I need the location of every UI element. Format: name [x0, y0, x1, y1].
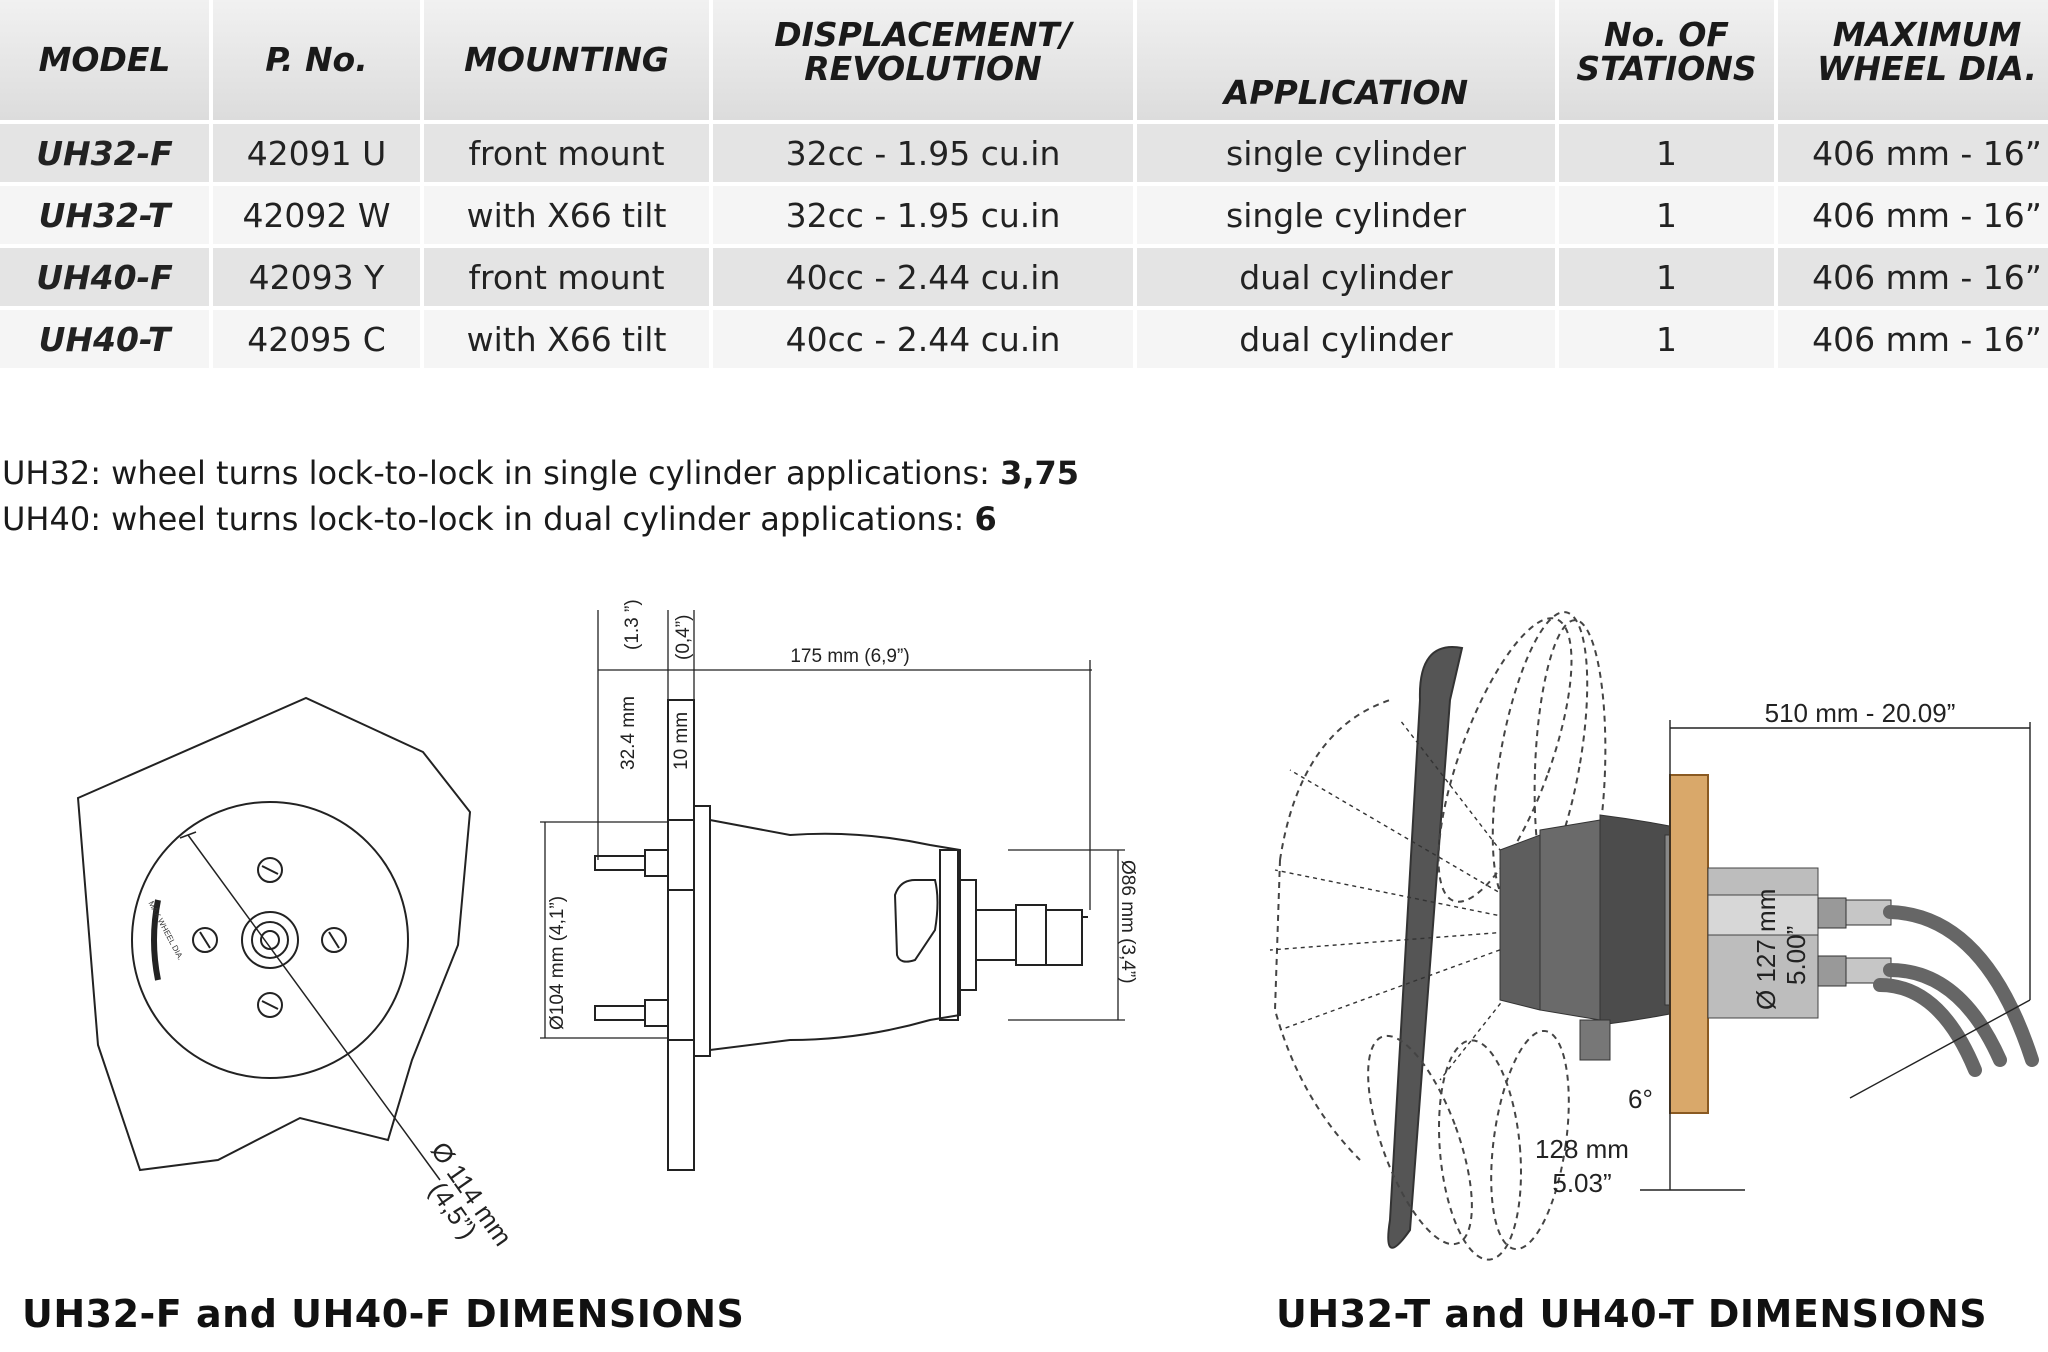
cell-pno: 42093 Y: [213, 248, 420, 306]
header-application: APPLICATION: [1137, 0, 1555, 120]
cell-displacement: 32cc - 1.95 cu.in: [713, 124, 1133, 182]
bulkhead-outline: [76, 696, 472, 1172]
header-displacement: DISPLACEMENT/ REVOLUTION: [713, 0, 1133, 120]
dim-324: 32.4 mm: [618, 696, 639, 770]
header-displacement-line2: REVOLUTION: [804, 49, 1042, 88]
tilt-hoses: [1873, 905, 2039, 1077]
header-pno: P. No.: [213, 0, 420, 120]
dim-127: Ø 127 mm: [1751, 889, 1781, 1010]
header-stations: No. OF STATIONS: [1559, 0, 1774, 120]
cell-pno: 42095 C: [213, 310, 420, 368]
table-header-row: MODEL P. No. MOUNTING DISPLACEMENT/ REVO…: [0, 0, 2048, 120]
note-uh32-value: 3,75: [1000, 454, 1080, 492]
cell-displacement: 40cc - 2.44 cu.in: [713, 248, 1133, 306]
dim-510: 510 mm - 20.09”: [1765, 698, 1956, 728]
header-mounting: MOUNTING: [424, 0, 709, 120]
note-uh32-text: UH32: wheel turns lock-to-lock in single…: [2, 454, 1001, 492]
dim-127-inch: 5.00”: [1781, 926, 1811, 985]
dim-128-inch: 5.03”: [1552, 1168, 1611, 1198]
note-uh40-text: UH40: wheel turns lock-to-lock in dual c…: [2, 500, 975, 538]
spec-table: MODEL P. No. MOUNTING DISPLACEMENT/ REVO…: [0, 0, 2048, 372]
cell-displacement: 32cc - 1.95 cu.in: [713, 186, 1133, 244]
cell-stations: 1: [1559, 310, 1774, 368]
cell-mounting: front mount: [424, 124, 709, 182]
dim-128: 128 mm: [1535, 1134, 1629, 1164]
side-view-dim-lines: [540, 610, 1125, 1039]
face-plate: [131, 801, 409, 1079]
cell-wheel: 406 mm - 16”: [1778, 248, 2048, 306]
cell-model: UH40-F: [0, 248, 209, 306]
cell-mounting: with X66 tilt: [424, 186, 709, 244]
dim-6: 6°: [1628, 1084, 1653, 1114]
header-model: MODEL: [0, 0, 209, 120]
cell-model: UH40-T: [0, 310, 209, 368]
dim-13: (1.3 ”): [622, 599, 643, 650]
cell-wheel: 406 mm - 16”: [1778, 186, 2048, 244]
tilt-helm-body: [1499, 814, 1686, 1061]
cell-mounting: with X66 tilt: [424, 310, 709, 368]
cell-mounting: front mount: [424, 248, 709, 306]
cell-wheel: 406 mm - 16”: [1778, 124, 2048, 182]
note-uh40: UH40: wheel turns lock-to-lock in dual c…: [2, 500, 997, 538]
header-displacement-line1: DISPLACEMENT/: [774, 15, 1072, 54]
header-wheel: MAXIMUM WHEEL DIA.: [1778, 0, 2048, 120]
table-row: UH40-F 42093 Y front mount 40cc - 2.44 c…: [0, 248, 2048, 306]
cell-model: UH32-F: [0, 124, 209, 182]
header-stations-line2: STATIONS: [1576, 49, 1757, 88]
cell-stations: 1: [1559, 186, 1774, 244]
note-uh40-value: 6: [974, 500, 997, 538]
cell-displacement: 40cc - 2.44 cu.in: [713, 310, 1133, 368]
cell-application: single cylinder: [1137, 186, 1555, 244]
caption-tilt: UH32-T and UH40-T DIMENSIONS: [1276, 1292, 1988, 1336]
header-stations-line1: No. OF: [1604, 15, 1729, 54]
table-row: UH32-F 42091 U front mount 32cc - 1.95 c…: [0, 124, 2048, 182]
dim-175: 175 mm (6,9”): [790, 646, 909, 667]
tilt-wood-panel: [1669, 774, 1709, 1114]
cell-stations: 1: [1559, 248, 1774, 306]
cell-application: dual cylinder: [1137, 310, 1555, 368]
face-screws: [192, 857, 347, 1018]
table-row: UH40-T 42095 C with X66 tilt 40cc - 2.44…: [0, 310, 2048, 368]
cell-application: single cylinder: [1137, 124, 1555, 182]
cell-application: dual cylinder: [1137, 248, 1555, 306]
cell-wheel: 406 mm - 16”: [1778, 310, 2048, 368]
cell-stations: 1: [1559, 124, 1774, 182]
side-view-body: [594, 699, 1088, 1171]
dim-10: 10 mm: [671, 712, 692, 770]
cell-model: UH32-T: [0, 186, 209, 244]
table-row: UH32-T 42092 W with X66 tilt 32cc - 1.95…: [0, 186, 2048, 244]
dim-04: (0,4”): [673, 615, 694, 660]
tilt-valve-block: [1707, 867, 1892, 1019]
dim-86: Ø86 mm (3,4”): [1117, 860, 1138, 984]
header-wheel-line1: MAXIMUM: [1832, 15, 2022, 54]
cell-pno: 42092 W: [213, 186, 420, 244]
caption-front: UH32-F and UH40-F DIMENSIONS: [22, 1292, 745, 1336]
header-wheel-line2: WHEEL DIA.: [1817, 49, 2037, 88]
dim-104: Ø104 mm (4,1”): [547, 896, 568, 1030]
cell-pno: 42091 U: [213, 124, 420, 182]
note-uh32: UH32: wheel turns lock-to-lock in single…: [2, 454, 1079, 492]
